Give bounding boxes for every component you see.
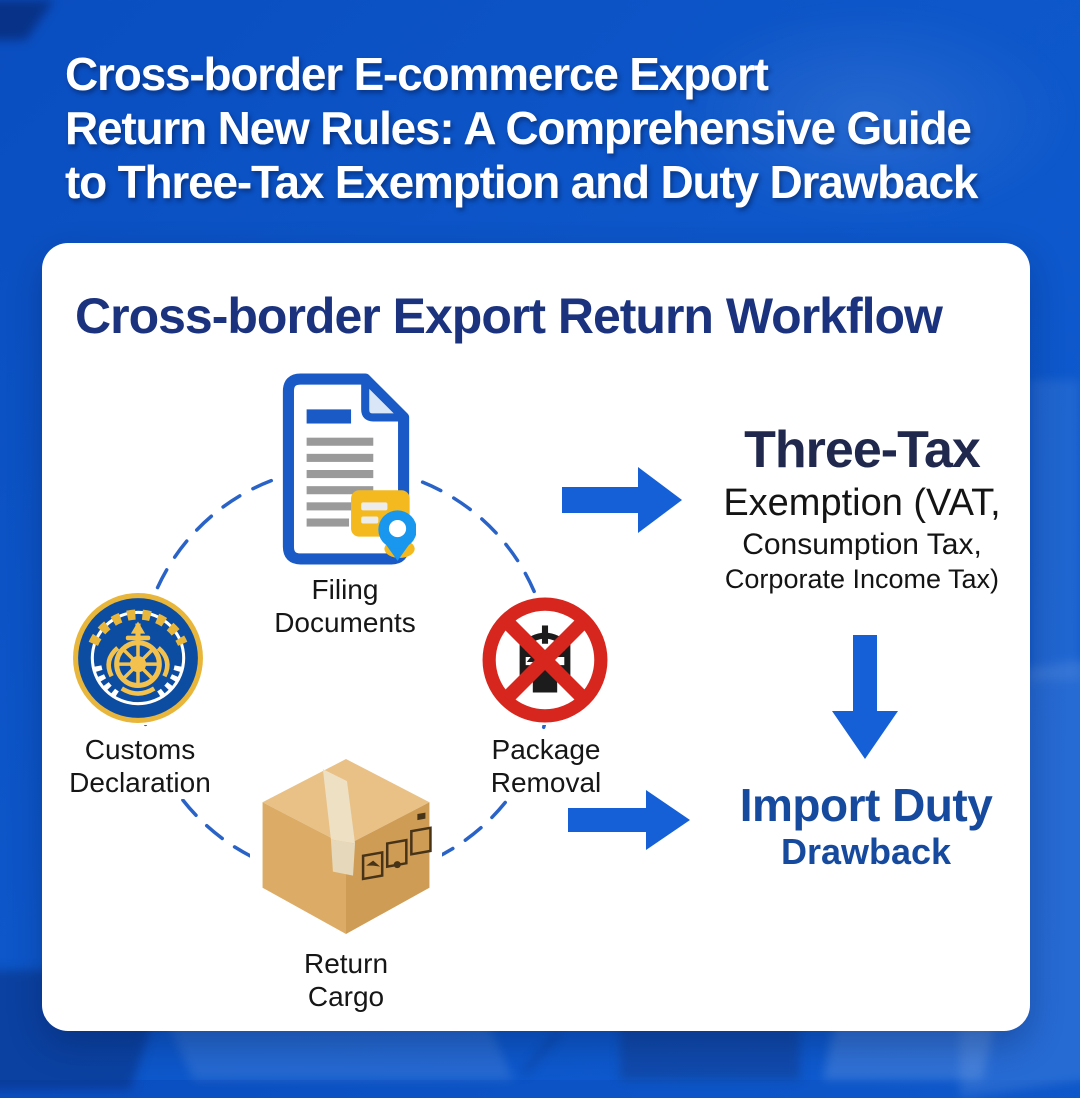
label-return-cargo: Return Cargo xyxy=(260,947,432,1013)
page-title-line-3: to Three-Tax Exemption and Duty Drawback xyxy=(65,156,978,208)
label-line: Filing xyxy=(311,574,379,605)
cargo-box-icon xyxy=(262,759,432,934)
import-duty-title: Import Duty xyxy=(739,779,993,831)
label-line: Cargo xyxy=(307,981,385,1012)
label-line: Package xyxy=(491,734,601,765)
arrow-down-icon xyxy=(832,635,898,759)
backdrop-shape xyxy=(0,0,55,40)
outcome-three-tax: Three-Tax Exemption (VAT, Consumption Ta… xyxy=(670,421,1054,596)
label-package-removal: Package Removal xyxy=(456,733,636,799)
outcome-import-duty: Import Duty Drawback xyxy=(678,779,1054,873)
label-line: Removal xyxy=(490,767,602,798)
three-tax-line1: Exemption (VAT, xyxy=(723,482,1001,524)
three-tax-line2: Consumption Tax, xyxy=(742,528,982,561)
three-tax-line3: Corporate Income Tax) xyxy=(724,564,1000,594)
node-filing-documents xyxy=(274,371,416,569)
backdrop-shape xyxy=(522,1030,561,1075)
node-return-cargo xyxy=(250,755,442,941)
arrow-right-bottom-icon xyxy=(568,790,690,850)
backdrop-shape xyxy=(1030,380,1080,680)
document-icon xyxy=(282,373,416,565)
node-package-removal xyxy=(480,595,610,725)
page-title-line-2: Return New Rules: A Comprehensive Guide xyxy=(65,102,972,154)
node-customs-declaration xyxy=(71,591,205,725)
arrow-right-top-icon xyxy=(562,467,682,533)
workflow-card: Cross-border Export Return Workflow Fili… xyxy=(42,243,1030,1031)
no-package-icon xyxy=(482,597,608,723)
three-tax-title: Three-Tax xyxy=(744,421,981,479)
label-line: Customs xyxy=(84,734,196,765)
label-line: Return xyxy=(303,948,389,979)
import-duty-subtitle: Drawback xyxy=(780,831,952,872)
workflow-card-title: Cross-border Export Return Workflow xyxy=(75,288,943,344)
backdrop-shape xyxy=(660,0,1080,230)
page-title-line-1: Cross-border E-commerce Export xyxy=(65,48,769,100)
label-filing-documents: Filing Documents xyxy=(230,573,460,639)
label-customs-declaration: Customs Declaration xyxy=(50,733,230,799)
label-line: Documents xyxy=(274,607,416,638)
label-line: Declaration xyxy=(69,767,211,798)
page-title: Cross-border E-commerce Export Return Ne… xyxy=(65,47,978,209)
customs-emblem-icon xyxy=(73,593,203,723)
